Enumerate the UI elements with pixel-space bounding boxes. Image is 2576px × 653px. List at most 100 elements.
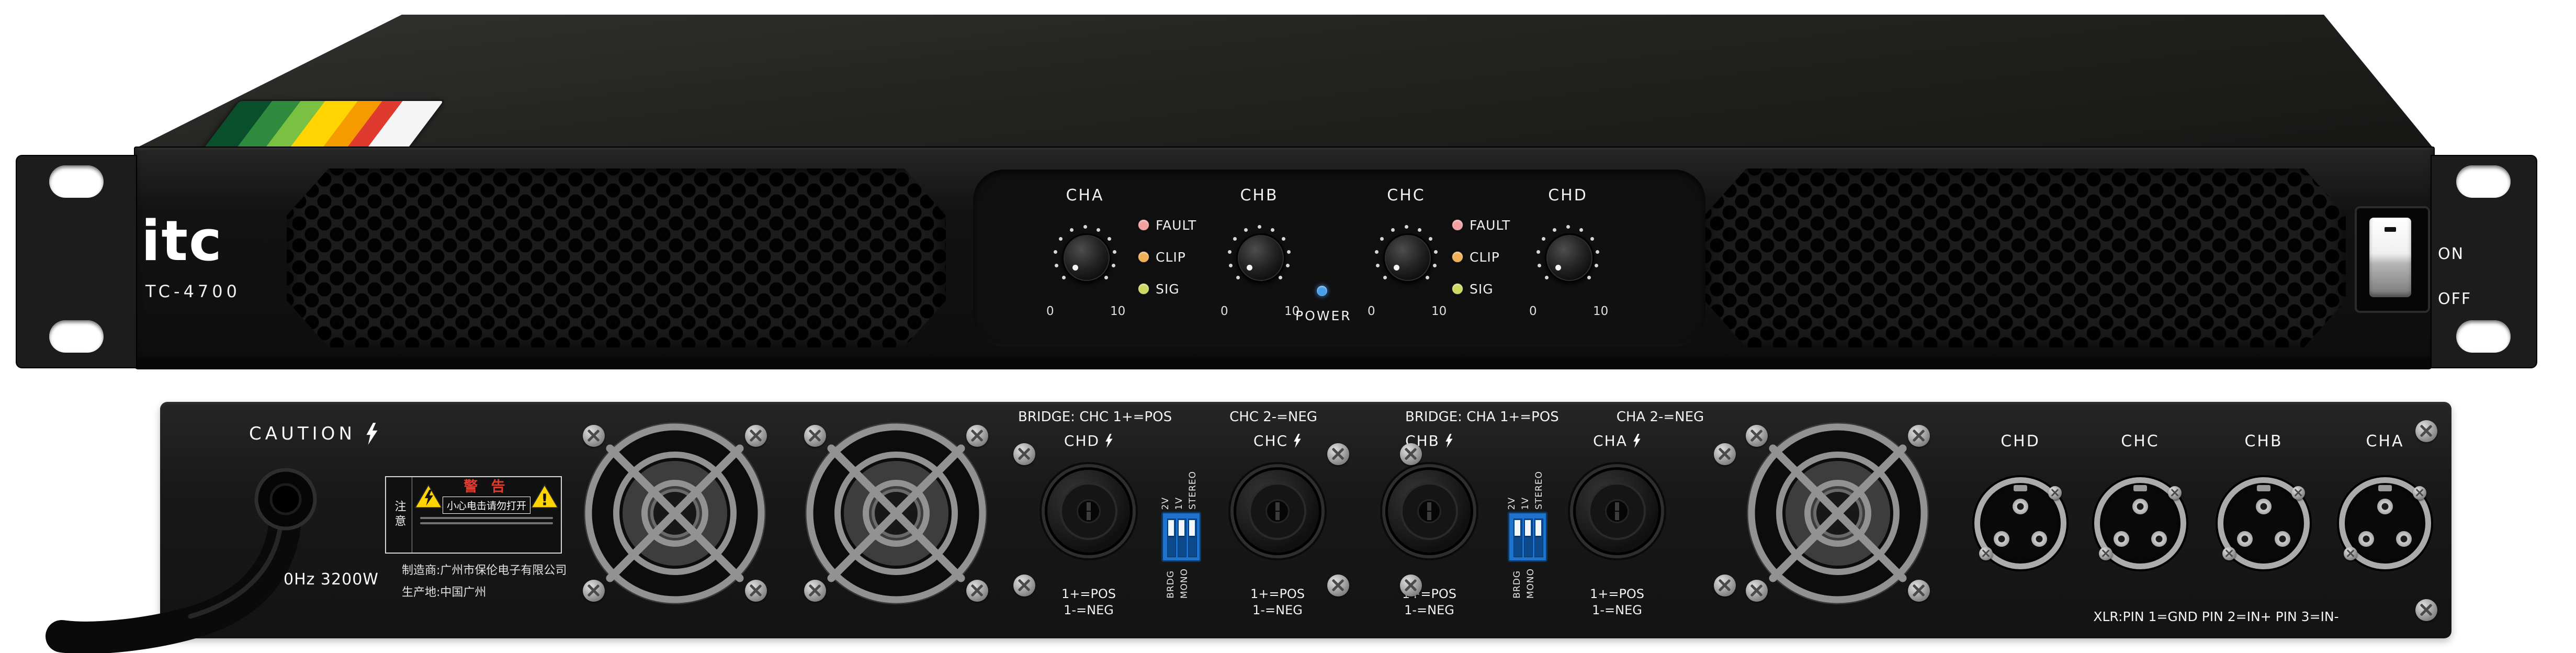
- pin-text: 1+=POS: [1402, 587, 1457, 601]
- knob-tick: [1552, 228, 1556, 232]
- clip-led-label: CLIP: [1156, 249, 1186, 265]
- xlr-pinout-note: XLR:PIN 1=GND PIN 2=IN+ PIN 3=IN-: [2093, 609, 2339, 624]
- screw: [1908, 425, 1930, 447]
- clip-led-label: CLIP: [1470, 249, 1500, 265]
- fault-led-label: FAULT: [1470, 217, 1511, 233]
- channel-label: CHA: [1066, 186, 1104, 205]
- power-switch-rocker[interactable]: [2369, 218, 2411, 297]
- screw: [745, 425, 767, 447]
- knob-tick: [1055, 264, 1059, 268]
- chassis-top-face: [135, 15, 2434, 149]
- power-label: POWER: [1295, 308, 1352, 323]
- sig-led-label: SIG: [1470, 281, 1494, 297]
- knob-tick: [1069, 228, 1074, 232]
- cooling-fan: [802, 419, 990, 607]
- warning-side-strip: 注意: [386, 477, 412, 553]
- rack-ear-right: [2431, 155, 2537, 368]
- screw: [583, 425, 605, 447]
- dip-label: STEREO: [1534, 471, 1544, 510]
- cooling-fan: [1744, 419, 1932, 607]
- cha-gain-knob[interactable]: [1062, 233, 1111, 283]
- mode-dip-switch-1[interactable]: [1161, 512, 1201, 562]
- knob-tick: [1587, 275, 1591, 279]
- knob-tick: [1083, 224, 1087, 229]
- knob-scale-max: 10: [1593, 305, 1609, 318]
- knob-tick: [1418, 228, 1422, 232]
- chb-gain-knob[interactable]: [1236, 233, 1285, 283]
- amplifier-rear-panel: CAUTION 0Hz 3200W 注意: [46, 402, 2451, 653]
- dip-label: 2V: [1507, 497, 1517, 510]
- knob-tick: [1545, 275, 1549, 279]
- knob-tick: [1285, 264, 1290, 268]
- knob-tick: [1432, 264, 1437, 268]
- chc-gain-knob[interactable]: [1383, 233, 1432, 283]
- screw: [2168, 486, 2182, 500]
- rack-mount-hole: [2456, 320, 2511, 353]
- screw: [583, 580, 605, 602]
- screw: [745, 580, 767, 602]
- screw: [2413, 486, 2426, 500]
- chd-gain-knob[interactable]: [1545, 233, 1594, 283]
- knob-tick: [1375, 250, 1379, 254]
- dip-label: 1V: [1520, 497, 1531, 510]
- led-group-ab: FAULT CLIP SIG: [1138, 218, 1216, 302]
- rack-mount-hole: [2456, 165, 2511, 198]
- fault-led-label: FAULT: [1156, 217, 1197, 233]
- screw: [966, 580, 988, 602]
- channel-chd: CHD 0 10: [1526, 184, 1610, 323]
- speakon-chc-label: CHC: [1234, 432, 1321, 449]
- rack-mount-hole: [49, 165, 104, 198]
- dip-label: BRDG: [1166, 570, 1176, 599]
- knob-tick: [1281, 237, 1285, 241]
- dip-label: MONO: [1526, 568, 1536, 599]
- lightning-icon: [1294, 434, 1301, 448]
- channel-chb: CHB 0 10: [1217, 184, 1301, 323]
- speakon-label-text: CHA: [1593, 432, 1628, 449]
- pin-text: 1+=POS: [1589, 587, 1645, 601]
- power-switch[interactable]: [2355, 206, 2430, 313]
- energy-label-sticker: [200, 99, 446, 151]
- mode-dip-switch-2[interactable]: [1508, 512, 1547, 562]
- knob-tick: [1536, 250, 1541, 254]
- lightning-icon: [366, 423, 378, 445]
- screw: [1327, 443, 1349, 465]
- brand-logo: itc: [141, 209, 223, 273]
- speakon-chb-pins: 1+=POS 1-=NEG: [1385, 586, 1473, 618]
- dip-label: STEREO: [1188, 471, 1198, 510]
- knob-tick: [1244, 228, 1248, 232]
- knob-pointer: [1072, 265, 1078, 271]
- channel-label: CHB: [1240, 186, 1279, 205]
- power-rating-text: 0Hz 3200W: [284, 570, 379, 589]
- model-number: TC-4700: [145, 282, 241, 301]
- knob-tick: [1111, 264, 1115, 268]
- speakon-cha-label: CHA: [1573, 432, 1661, 449]
- dip-label: 1V: [1174, 497, 1184, 510]
- dip2-bottom-labels: BRDG MONO: [1512, 565, 1536, 599]
- knob-tick: [1271, 228, 1275, 232]
- screw: [2344, 547, 2357, 560]
- screw: [1979, 547, 1993, 560]
- power-led: [1316, 285, 1328, 297]
- amplifier-front-panel: itc TC-4700 CHA 0 10 CHB 0 10 CHC 0 10 C…: [16, 12, 2537, 374]
- knob-pointer: [1555, 265, 1561, 271]
- knob-tick: [1062, 275, 1066, 279]
- power-indicator: POWER: [1295, 285, 1352, 327]
- screw: [1908, 580, 1930, 602]
- caution-row: CAUTION: [249, 423, 379, 445]
- dip-label: 2V: [1160, 497, 1171, 510]
- channel-label: CHD: [1548, 186, 1588, 205]
- fault-led: [1452, 219, 1463, 231]
- knob-pointer: [1247, 265, 1252, 271]
- speakon-cha-pins: 1+=POS 1-=NEG: [1573, 586, 1661, 618]
- xlr-cha-label: CHA: [2366, 432, 2404, 451]
- pin-text: 1-=NEG: [1404, 603, 1454, 617]
- lightning-icon: [1445, 434, 1453, 448]
- screw: [1714, 443, 1736, 465]
- manufacturer-text: 制造商:广州市保伦电子有限公司 生产地:中国广州: [402, 560, 567, 604]
- speakon-label-text: CHC: [1253, 432, 1289, 449]
- speakon-label-text: CHD: [1064, 432, 1100, 449]
- knob-scale-min: 0: [1221, 305, 1228, 318]
- sig-led-label: SIG: [1156, 281, 1180, 297]
- speakon-chd: [1045, 467, 1133, 555]
